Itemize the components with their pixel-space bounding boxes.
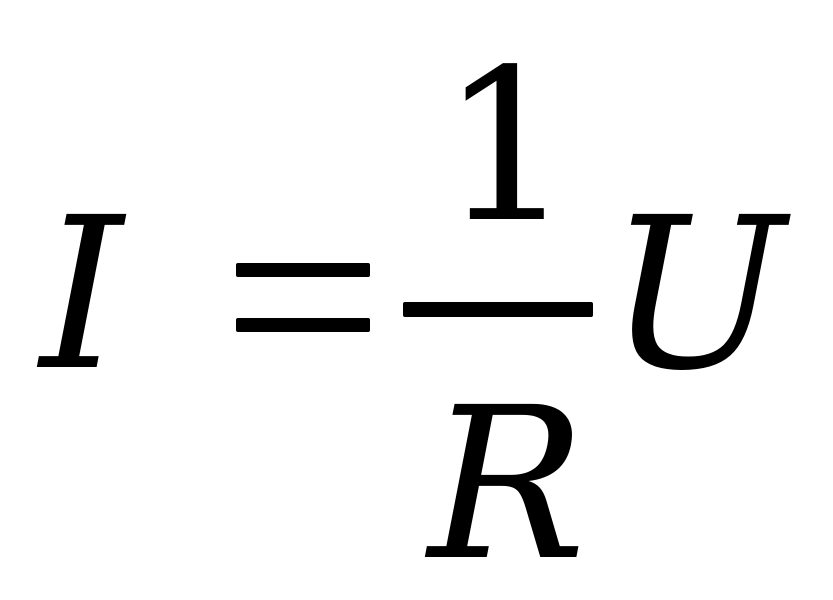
lhs-variable: I [40,172,123,417]
fraction-denominator: R [428,362,587,600]
fraction-bar [403,302,593,317]
fraction-numerator: 1 [440,24,574,269]
equals-bar-bottom [236,318,370,332]
factor-variable: U [608,172,785,417]
equals-bar-top [236,263,370,277]
